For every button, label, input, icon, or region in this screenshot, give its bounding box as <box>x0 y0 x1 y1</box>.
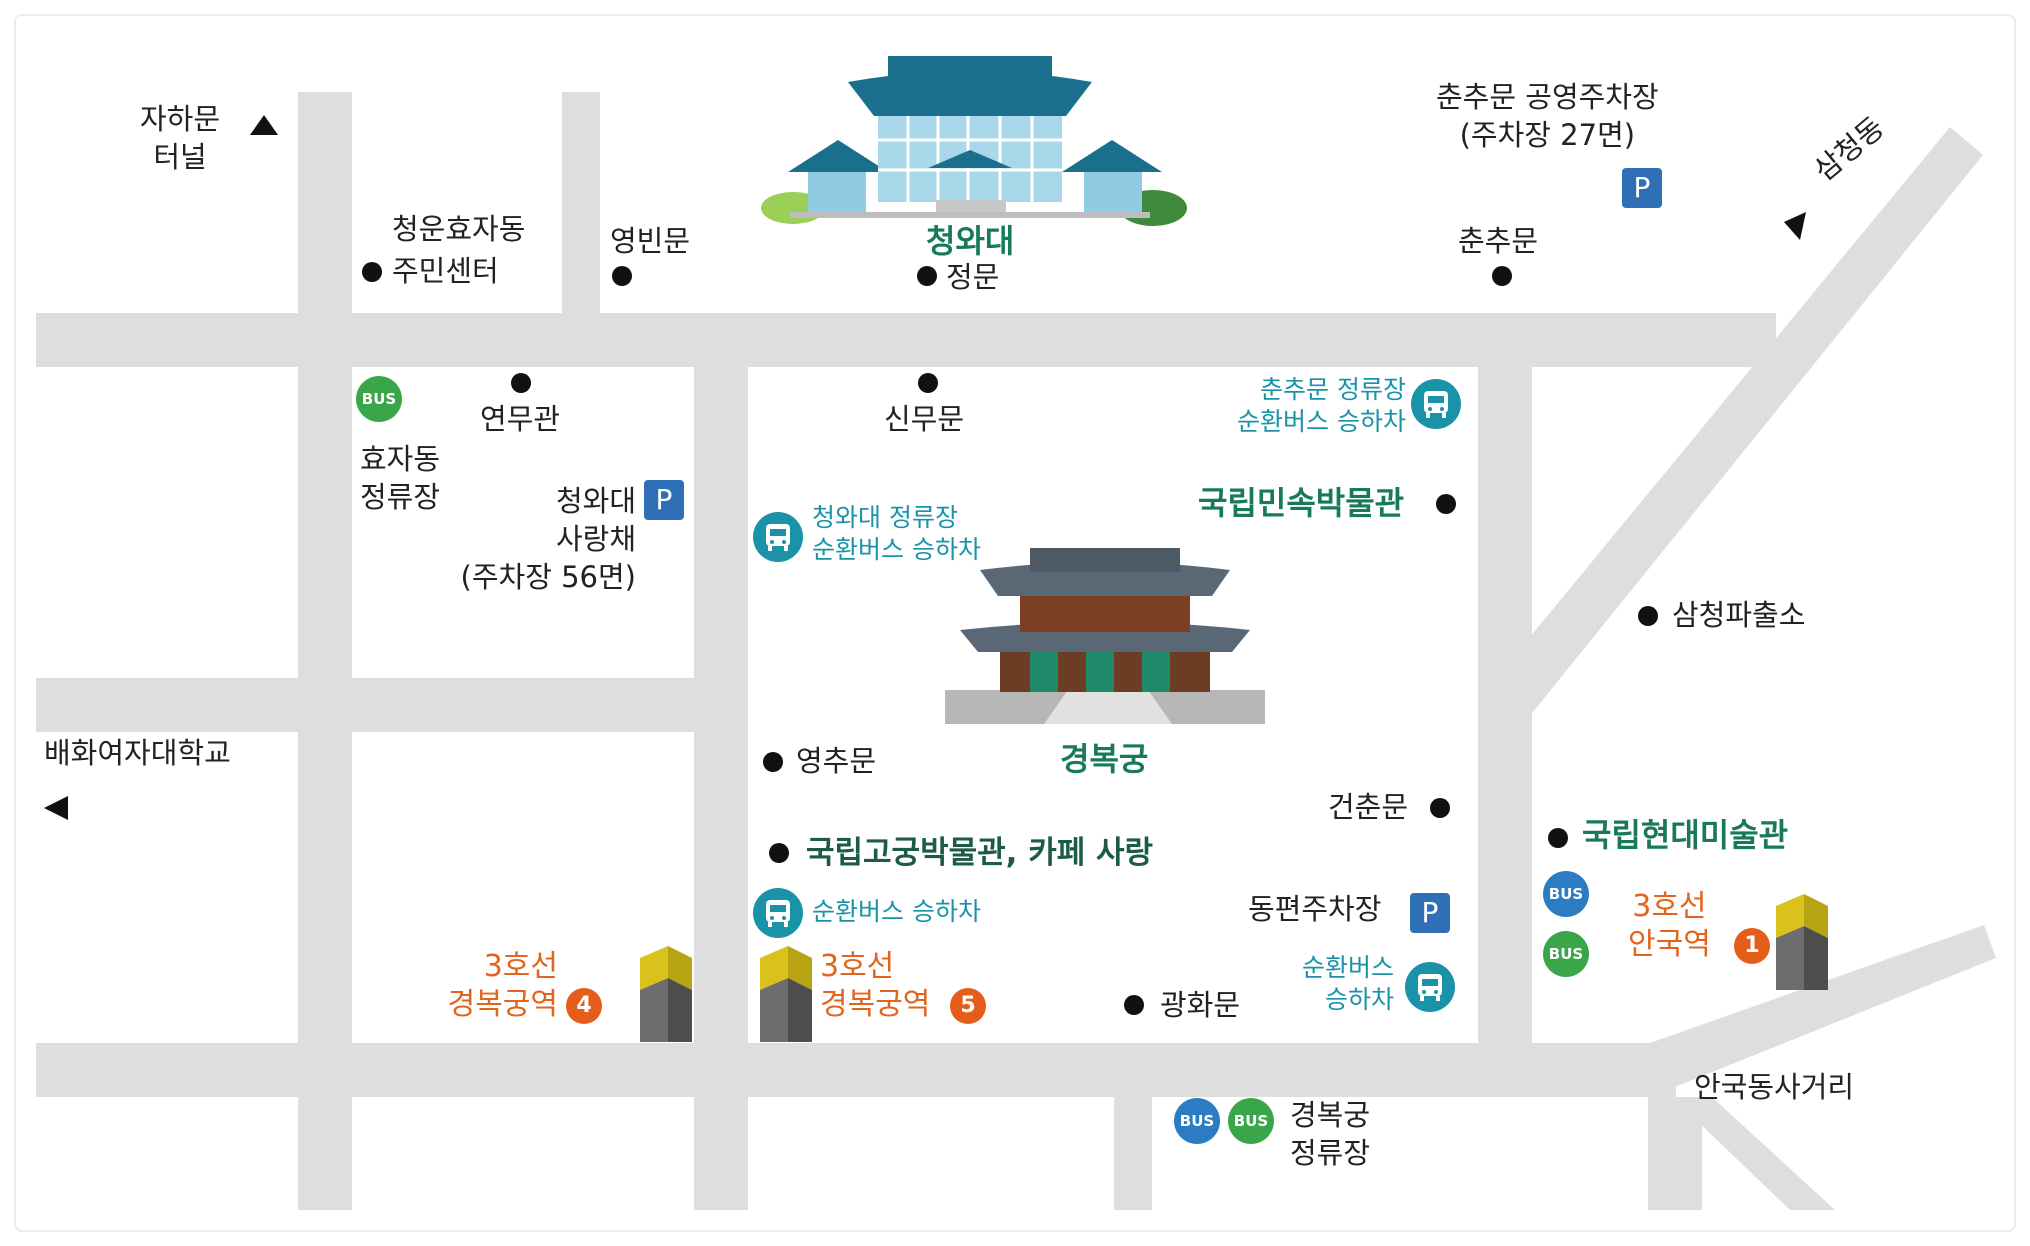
subway-exit-icon-5 <box>760 946 812 1042</box>
chunchumun-label: 춘추문 <box>1458 224 1539 258</box>
east-parking-label: 동편주차장 <box>1248 892 1382 926</box>
geonchunmun-label: 건춘문 <box>1328 790 1409 824</box>
bus-badge-gyeongbokgung-green: BUS <box>1228 1098 1274 1144</box>
chunchumun-parking-label: 춘추문 공영주차장 (주차장 27면) <box>1436 80 1659 152</box>
bus-stop-icon-cheongwadae <box>753 512 803 562</box>
road-anguk-diagonal <box>1672 1097 1835 1210</box>
wing-left-wall <box>808 170 866 212</box>
road-north <box>36 313 1776 367</box>
dot-icon-yeongbinmun <box>612 266 632 286</box>
dot-icon-jeongmun <box>917 266 937 286</box>
anguk-intersection-label: 안국동사거리 <box>1694 1070 1855 1104</box>
gyeongbokgung-illustration <box>945 548 1265 724</box>
road-yulgok <box>1650 925 1996 1097</box>
palace-stairs <box>1044 690 1172 724</box>
wing-right-roof <box>1062 140 1162 172</box>
road-south <box>36 1043 1676 1097</box>
palace-museum-label: 국립고궁박물관, 카페 사랑 <box>806 835 1154 871</box>
dot-icon-yeongchumun <box>763 752 783 772</box>
dot-icon-modern-art <box>1548 828 1568 848</box>
cheongwadae-base <box>790 212 1150 218</box>
cheongun-center-label: 청운효자동 주민센터 <box>392 212 526 288</box>
bus-stop-icon-chunchumun <box>1411 379 1461 429</box>
bus-badge-anguk-green: BUS <box>1543 931 1589 977</box>
cheongwadae-illustration <box>761 56 1187 226</box>
dot-icon-cheongun <box>362 262 382 282</box>
baehwa-label: 배화여자대학교 <box>44 736 231 770</box>
road-yeongbinmun <box>562 92 600 313</box>
map-frame <box>14 14 2016 1232</box>
subway-exit-icons <box>640 894 1828 1042</box>
road-samcheong-diagonal <box>1478 127 1983 780</box>
chunchumun-stop-label: 춘추문 정류장 순환버스 승하차 <box>1237 375 1406 436</box>
hyojadong-stop-label: 효자동 정류장 <box>360 442 441 514</box>
subway-exit-icon-1 <box>1776 894 1828 990</box>
road-network <box>36 92 1996 1210</box>
parking-badge-sarangchae: P <box>644 480 684 520</box>
wing-left-roof <box>788 140 888 172</box>
cheongwadae-stop-label: 청와대 정류장 순환버스 승하차 <box>812 503 981 564</box>
samcheong-arrow-icon <box>1784 212 1806 240</box>
anguk-station-label: 3호선 안국역 <box>1628 889 1711 962</box>
bus-stop-icon-circular <box>753 888 803 938</box>
entrance-roof <box>928 150 1012 168</box>
road-gwanghwamun-south <box>1114 1097 1152 1210</box>
jahamun-tunnel-label: 자하문 터널 <box>140 102 221 174</box>
dot-icon-samcheong-police <box>1638 606 1658 626</box>
station5-label: 3호선 경복궁역 <box>820 949 931 1022</box>
entrance-stairs <box>936 200 1006 212</box>
samcheong-police-label: 삼청파출소 <box>1672 598 1806 632</box>
road-jahamun <box>298 92 352 1210</box>
gyeongbokgung-label: 경복궁 <box>1060 740 1149 778</box>
subway-exit-icon-4 <box>640 946 692 1042</box>
road-middle-west <box>36 678 746 732</box>
road-sajik <box>694 367 748 1210</box>
dot-icon-folk-museum <box>1436 494 1456 514</box>
bus-badge-hyojadong: BUS <box>356 376 402 422</box>
bus-stop-icons <box>753 379 1461 1012</box>
dot-icon-yeonmugwan <box>511 373 531 393</box>
gyeongbokgung-stop-label: 경복궁 정류장 <box>1290 1098 1371 1170</box>
tunnel-arrow-icon <box>250 115 278 135</box>
dot-icon-geonchunmun <box>1430 798 1450 818</box>
modern-art-label: 국립현대미술관 <box>1582 816 1789 854</box>
yeongbinmun-label: 영빈문 <box>610 224 691 258</box>
palace-upper-wall <box>1020 590 1190 632</box>
dot-icon-chunchumun <box>1492 266 1512 286</box>
sinmumun-label: 신무문 <box>884 402 965 436</box>
exit-badge-5: 5 <box>950 988 986 1024</box>
palace-ridge <box>1030 548 1180 572</box>
jeongmun-label: 정문 <box>946 260 1000 294</box>
cheongwadae-label: 청와대 <box>926 222 1015 260</box>
main-hall-roof-top <box>888 56 1052 84</box>
main-hall-windows <box>878 108 1062 202</box>
bus-badge-gyeongbokgung-blue: BUS <box>1174 1098 1220 1144</box>
parking-badge-chunchumun: P <box>1622 168 1662 208</box>
palace-doors <box>1030 652 1170 692</box>
circular-bus-label: 순환버스 승하차 <box>812 897 981 926</box>
circular-bus2-label: 순환버스 승하차 <box>1301 953 1394 1014</box>
folk-museum-label: 국립민속박물관 <box>1198 484 1405 522</box>
dot-icon-palace-museum <box>769 843 789 863</box>
baehwa-arrow-icon <box>44 796 68 820</box>
dot-icon-gwanghwamun <box>1124 995 1144 1015</box>
wing-right-wall <box>1084 170 1142 212</box>
poi-dots <box>362 262 1658 1015</box>
bus-badge-anguk-blue: BUS <box>1543 871 1589 917</box>
yeongchumun-label: 영추문 <box>796 744 877 778</box>
parking-badge-east: P <box>1410 893 1450 933</box>
gwanghwamun-label: 광화문 <box>1160 988 1241 1022</box>
station4-label: 3호선 경복궁역 <box>447 949 558 1022</box>
exit-badge-1: 1 <box>1734 928 1770 964</box>
dot-icon-sinmumun <box>918 373 938 393</box>
yeonmugwan-label: 연무관 <box>480 402 561 436</box>
exit-badge-4: 4 <box>566 988 602 1024</box>
bus-stop-icon-east <box>1405 962 1455 1012</box>
sarangchae-label: 청와대 사랑채 (주차장 56면) <box>460 484 636 594</box>
